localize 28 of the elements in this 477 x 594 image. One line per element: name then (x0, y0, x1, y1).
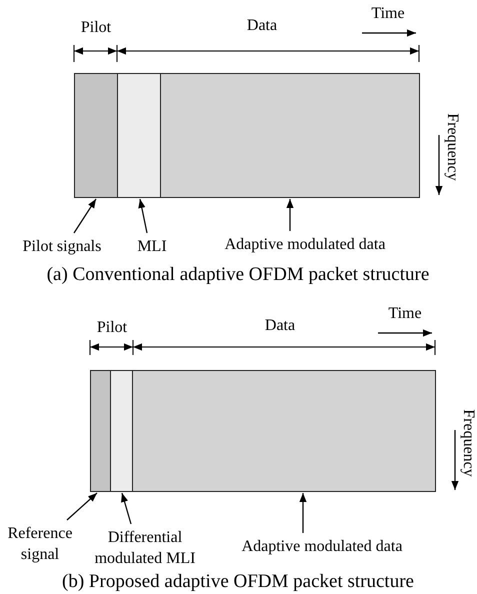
leader-line (121, 492, 132, 524)
leader-line (66, 492, 98, 520)
axis-label: Frequency (459, 409, 477, 477)
packet-segment (90, 370, 111, 492)
axis-label: Frequency (443, 113, 461, 181)
leader-line (138, 198, 148, 234)
packet-segment (132, 370, 436, 492)
axis-label: Pilot (96, 318, 128, 338)
packet-segment (74, 73, 118, 198)
packet-segment (110, 370, 133, 492)
leader-line (299, 493, 307, 533)
callout-label: Pilot signals (7, 236, 117, 257)
packet-segment (160, 73, 420, 198)
leader-line (74, 198, 96, 234)
axis-label: Time (371, 4, 405, 24)
packet-segment (117, 73, 161, 198)
figure-caption: (b) Proposed adaptive OFDM packet structure (62, 570, 414, 594)
callout-label: Reference signal (0, 523, 80, 565)
axis-label: Pilot (80, 18, 112, 38)
axis-label: Data (246, 16, 278, 36)
callout-label: Differential modulated MLI (85, 527, 205, 569)
leader-line (286, 199, 294, 231)
axis-label: Time (388, 304, 422, 324)
callout-label: MLI (132, 236, 172, 257)
axis-label: Data (264, 316, 296, 336)
figure-caption: (a) Conventional adaptive OFDM packet structure (46, 262, 430, 287)
callout-label: Adaptive modulated data (205, 234, 405, 255)
callout-label: Adaptive modulated data (222, 536, 422, 557)
